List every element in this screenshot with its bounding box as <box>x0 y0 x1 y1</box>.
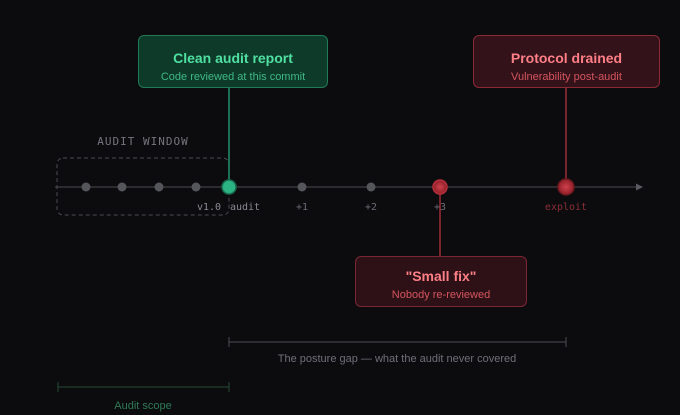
timeline-arrowhead <box>636 183 643 191</box>
callout-small-fix: "Small fix" Nobody re-reviewed <box>355 256 527 307</box>
commit-dot <box>297 182 307 192</box>
callout-drained-subtitle: Vulnerability post-audit <box>511 71 622 83</box>
audit-window-label: AUDIT WINDOW <box>97 135 188 148</box>
tick-label-p1: +1 <box>296 202 308 213</box>
fix-commit-dot <box>432 179 448 195</box>
commit-dot <box>154 182 164 192</box>
audit-scope-bracket <box>57 382 230 392</box>
callout-protocol-drained: Protocol drained Vulnerability post-audi… <box>473 35 660 88</box>
tick-label-v1: v1.0 <box>197 202 221 213</box>
tick-label-audit: audit <box>230 202 260 213</box>
posture-gap-label: The posture gap — what the audit never c… <box>278 353 516 365</box>
callout-clean-subtitle: Code reviewed at this commit <box>160 71 306 83</box>
callout-drained-title: Protocol drained <box>510 50 623 66</box>
tick-label-p2: +2 <box>365 202 377 213</box>
posture-gap-bracket <box>228 337 567 347</box>
tick-label-p3: +3 <box>434 202 446 213</box>
exploit-commit-dot <box>557 178 575 196</box>
callout-fix-subtitle: Nobody re-reviewed <box>391 289 491 301</box>
commit-dot <box>81 182 91 192</box>
tick-label-exploit: exploit <box>545 202 587 213</box>
audit-scope-label: Audit scope <box>114 400 171 412</box>
commit-dot <box>191 182 201 192</box>
commit-dot <box>366 182 376 192</box>
audit-commit-dot <box>221 179 237 195</box>
commit-dot <box>117 182 127 192</box>
callout-clean-title: Clean audit report <box>173 50 293 66</box>
callout-clean-audit-report: Clean audit report Code reviewed at this… <box>138 35 328 88</box>
callout-fix-title: "Small fix" <box>405 268 477 284</box>
